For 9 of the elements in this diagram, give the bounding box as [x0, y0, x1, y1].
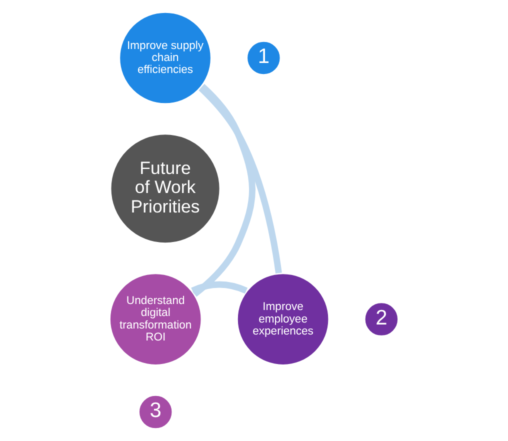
- node-circle: 1: [245, 39, 282, 77]
- node-circle: Future of Work Priorities: [108, 132, 222, 246]
- node-circle: Improve supply chain efficiencies: [118, 10, 213, 106]
- node-circle: 2: [362, 300, 400, 338]
- node-circle: Improve employee experiences: [235, 272, 331, 367]
- connector: [192, 84, 256, 297]
- connector: [191, 281, 248, 294]
- node-circle: 3: [137, 394, 174, 431]
- node-circle: Understand digital transformation ROI: [108, 272, 204, 367]
